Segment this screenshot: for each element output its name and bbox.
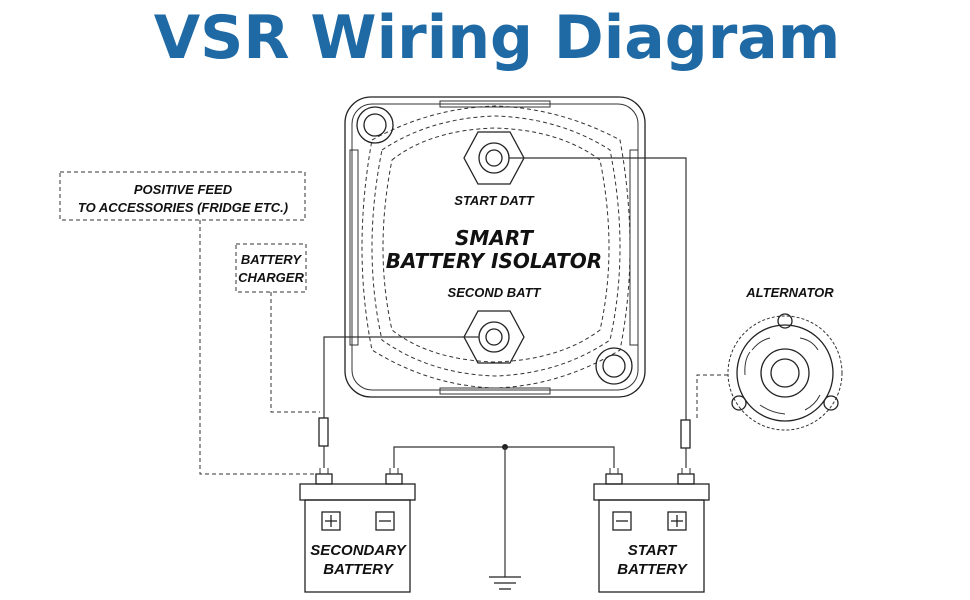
plus-icon [667,511,687,531]
second-terminal-label: SECOND BATT [448,285,542,300]
negative-bus-wire [393,446,615,468]
isolator-title-line1: SMART [455,226,534,250]
secondary-battery-line2: BATTERY [323,561,394,578]
charger-wire [270,292,320,413]
alternator-icon [727,313,843,431]
mounting-hole-icon [356,106,394,144]
alternator: ALTERNATOR [727,285,843,431]
start-battery: START BATTERY [593,468,710,593]
alternator-wire [696,374,728,420]
positive-feed-line1: POSITIVE FEED [134,182,233,197]
plus-icon [321,511,341,531]
mounting-hole-icon [595,347,633,385]
secondary-battery-positive-wire [323,336,479,418]
page-title: VSR Wiring Diagram [154,3,841,73]
start-battery-positive-wire [509,157,687,420]
positive-feed-wire [199,220,316,475]
positive-feed-box: POSITIVE FEED TO ACCESSORIES (FRIDGE ETC… [59,171,306,221]
start-battery-line2: BATTERY [617,561,688,578]
charger-line2: CHARGER [238,270,304,285]
minus-icon [612,511,632,531]
wiring [199,157,728,590]
ground-icon [489,576,521,590]
secondary-battery-line1: SECONDARY [310,542,408,559]
minus-icon [375,511,395,531]
start-terminal-icon [463,131,525,185]
positive-feed-line2: TO ACCESSORIES (FRIDGE ETC.) [78,200,288,215]
secondary-battery: SECONDARY BATTERY [299,468,416,593]
battery-isolator: START DATT SMART BATTERY ISOLATOR SECOND… [344,96,646,398]
start-terminal-label: START DATT [454,193,534,208]
start-battery-line1: START [628,542,678,559]
isolator-title-line2: BATTERY ISOLATOR [386,249,602,273]
battery-charger-box: BATTERY CHARGER [235,243,307,293]
alternator-label: ALTERNATOR [745,285,834,300]
fuse-icon [680,419,691,449]
fuse-icon [318,417,329,447]
charger-line1: BATTERY [241,252,303,267]
